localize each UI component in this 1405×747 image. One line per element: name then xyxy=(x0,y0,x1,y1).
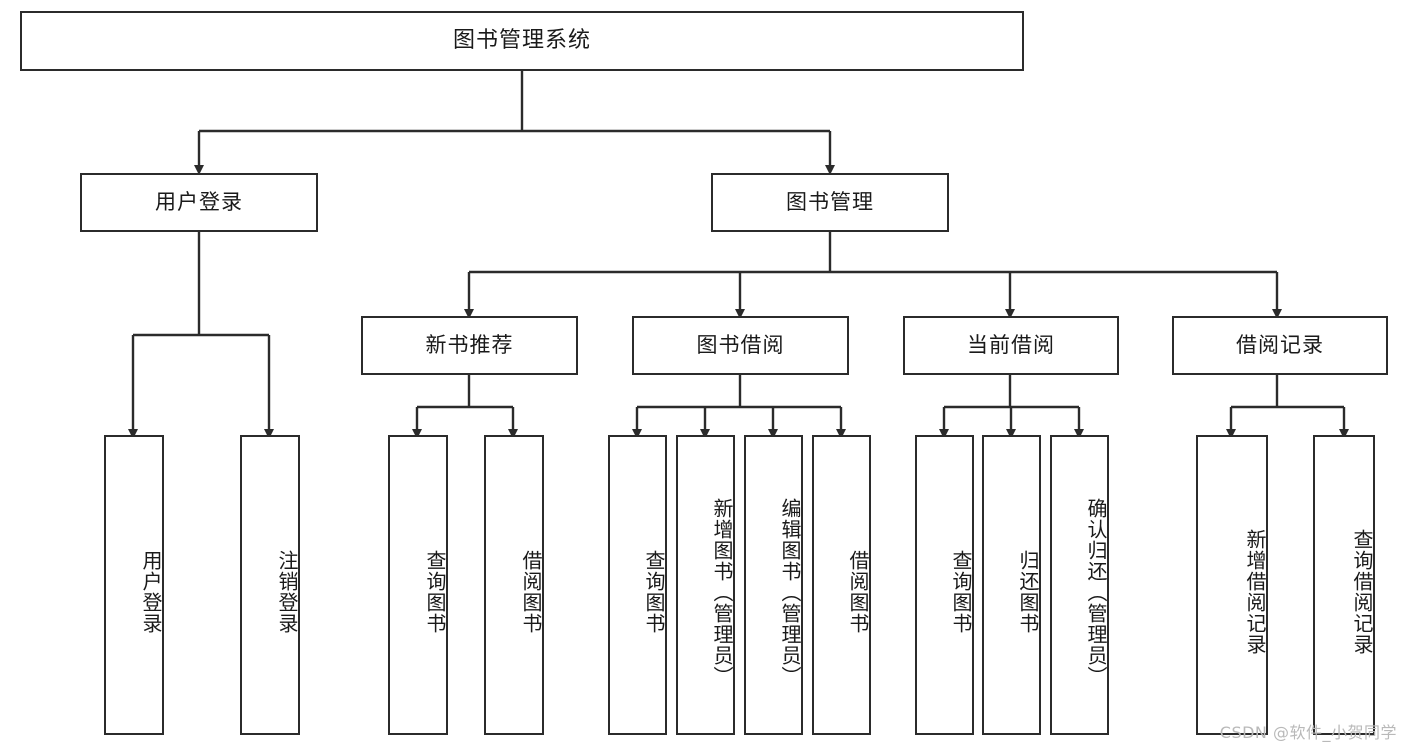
leaf-borrow-add-book-admin[interactable]: 新增图书（管理员） xyxy=(676,435,735,735)
leaf-borrow-borrow-book[interactable]: 借阅图书 xyxy=(812,435,871,735)
node-label: 借阅记录 xyxy=(1236,332,1324,357)
leaf-recommend-borrow-book[interactable]: 借阅图书 xyxy=(484,435,544,735)
node-label: 注销登录 xyxy=(275,550,299,634)
node-root-system[interactable]: 图书管理系统 xyxy=(20,11,1024,71)
leaf-user-logout[interactable]: 注销登录 xyxy=(240,435,300,735)
node-label: 图书借阅 xyxy=(696,332,785,357)
node-label: 新增借阅记录 xyxy=(1243,529,1267,655)
leaf-current-confirm-return-admin[interactable]: 确认归还（管理员） xyxy=(1050,435,1109,735)
node-label: 新书推荐 xyxy=(425,332,514,357)
node-label: 归还图书 xyxy=(1016,550,1040,634)
csdn-watermark: CSDN @软件_小贺同学 xyxy=(1219,723,1397,742)
node-label: 查询图书 xyxy=(949,550,973,634)
node-new-book-recommend[interactable]: 新书推荐 xyxy=(361,316,578,375)
leaf-recommend-query-book[interactable]: 查询图书 xyxy=(388,435,448,735)
node-borrow-record[interactable]: 借阅记录 xyxy=(1172,316,1388,375)
node-label: 图书管理 xyxy=(786,189,874,214)
node-label: 编辑图书（管理员） xyxy=(778,497,802,687)
node-book-management[interactable]: 图书管理 xyxy=(711,173,949,232)
leaf-user-login[interactable]: 用户登录 xyxy=(104,435,164,735)
node-label: 借阅图书 xyxy=(846,550,870,634)
node-book-borrow[interactable]: 图书借阅 xyxy=(632,316,849,375)
leaf-borrow-edit-book-admin[interactable]: 编辑图书（管理员） xyxy=(744,435,803,735)
node-label: 当前借阅 xyxy=(967,332,1055,357)
node-label: 确认归还（管理员） xyxy=(1084,497,1108,687)
leaf-current-return-book[interactable]: 归还图书 xyxy=(982,435,1041,735)
node-label: 用户登录 xyxy=(139,550,163,634)
leaf-current-query-book[interactable]: 查询图书 xyxy=(915,435,974,735)
node-label: 查询借阅记录 xyxy=(1350,529,1374,655)
node-user-login[interactable]: 用户登录 xyxy=(80,173,318,232)
node-label: 查询图书 xyxy=(423,550,447,634)
node-label: 用户登录 xyxy=(155,189,243,214)
node-label: 借阅图书 xyxy=(519,550,543,634)
node-label: 图书管理系统 xyxy=(452,27,591,53)
leaf-borrow-query-book[interactable]: 查询图书 xyxy=(608,435,667,735)
node-label: 查询图书 xyxy=(642,550,666,634)
node-label: 新增图书（管理员） xyxy=(710,497,734,687)
node-current-borrow[interactable]: 当前借阅 xyxy=(903,316,1119,375)
leaf-record-add-record[interactable]: 新增借阅记录 xyxy=(1196,435,1268,735)
leaf-record-query-record[interactable]: 查询借阅记录 xyxy=(1313,435,1375,735)
